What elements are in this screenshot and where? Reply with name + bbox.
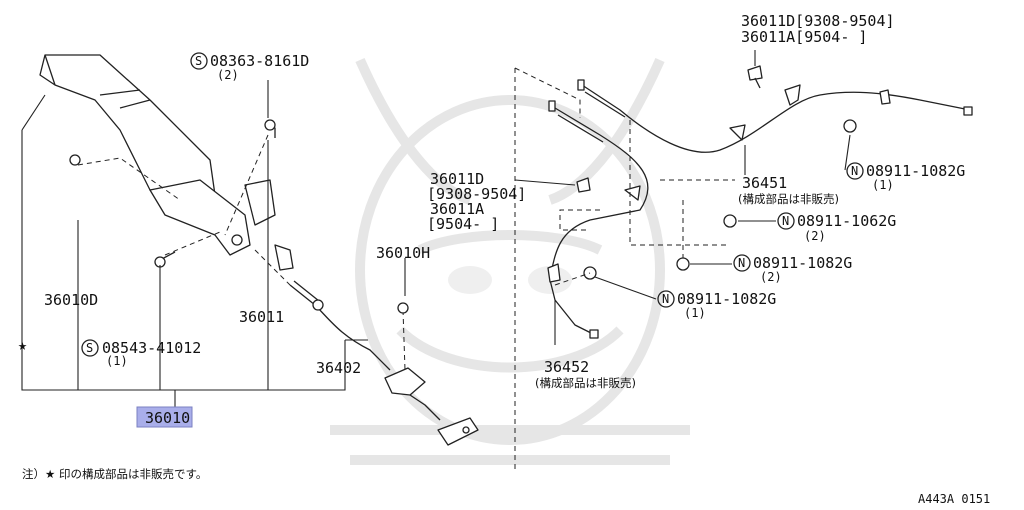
nut-a-qty: (1) (872, 178, 894, 192)
label-36402: 36402 (316, 359, 361, 377)
rear-cable-36452[interactable] (547, 100, 649, 339)
parking-brake-lever[interactable] (39, 54, 294, 271)
nut-c[interactable] (676, 257, 690, 271)
front-cable-36011[interactable] (289, 280, 391, 371)
label-36010d: 36010D (44, 291, 98, 309)
nut-a-code: 08911-1082G (866, 162, 965, 180)
n-mark-icon: N (662, 292, 669, 306)
label-36011: 36011 (239, 308, 284, 326)
nut-d-code: 08911-1082G (677, 290, 776, 308)
nut-c-qty: (2) (760, 270, 782, 284)
bolt-36011-mid[interactable] (576, 177, 591, 193)
bolt-36011-top[interactable] (747, 65, 763, 89)
nut-a[interactable] (843, 119, 857, 133)
label-bracket-bolt: S 08363-8161D (2) (190, 52, 309, 82)
lever-assembly-bracket (21, 94, 368, 407)
nut-b[interactable] (723, 214, 737, 228)
n-mark-icon: N (851, 164, 858, 178)
n-mark-icon: N (782, 214, 789, 228)
rear-cable-36402[interactable] (384, 367, 479, 446)
nut-b-code: 08911-1062G (797, 212, 896, 230)
label-mid-line2: [9308-9504] (427, 185, 526, 203)
bracket-bolt-qty: (2) (217, 68, 239, 82)
footnote: 注）★ 印の構成部品は非販売です。 (22, 467, 207, 481)
label-top-line1: 36011D[9308-9504] (741, 12, 895, 30)
label-mid-line4: [9504- ] (427, 215, 499, 233)
nut-c-code: 08911-1082G (753, 254, 852, 272)
s-mark-icon: S (86, 341, 93, 355)
label-nut-a: N 08911-1082G (1) (846, 162, 965, 192)
nut-d-qty: (1) (684, 306, 706, 320)
watermark-emblem (330, 57, 690, 465)
label-36451: 36451 (742, 174, 787, 192)
label-nut-b: N 08911-1062G (2) (777, 212, 896, 243)
label-top-line2: 36011A[9504- ] (741, 28, 867, 46)
label-lever-bolt: S 08543-41012 (1) (81, 339, 201, 368)
label-nut-c: N 08911-1082G (2) (733, 254, 852, 284)
nut-b-qty: (2) (804, 229, 826, 243)
lever-bolt-qty: (1) (106, 354, 128, 368)
label-36010-highlighted[interactable]: 36010 (136, 406, 193, 428)
bracket-bolt-code: 08363-8161D (210, 52, 309, 70)
s-mark-icon: S (195, 54, 202, 68)
label-36452-note: (構成部品は非販売) (535, 376, 636, 390)
label-mid-line3: 36011A (430, 200, 484, 218)
label-36010h: 36010H (376, 244, 430, 262)
lever-bolt-code: 08543-41012 (102, 339, 201, 357)
n-mark-icon: N (738, 256, 745, 270)
label-36452: 36452 (544, 358, 589, 376)
label-mid-line1: 36011D (430, 170, 484, 188)
star-icon: ★ (18, 336, 27, 354)
figure-id: A443A 0151 (918, 492, 990, 506)
label-nut-d: N 08911-1082G (1) (657, 290, 776, 320)
lever-assembly-number: 36010 (145, 409, 190, 427)
label-36451-note: (構成部品は非販売) (738, 192, 839, 206)
rear-cable-36451[interactable] (577, 79, 973, 153)
